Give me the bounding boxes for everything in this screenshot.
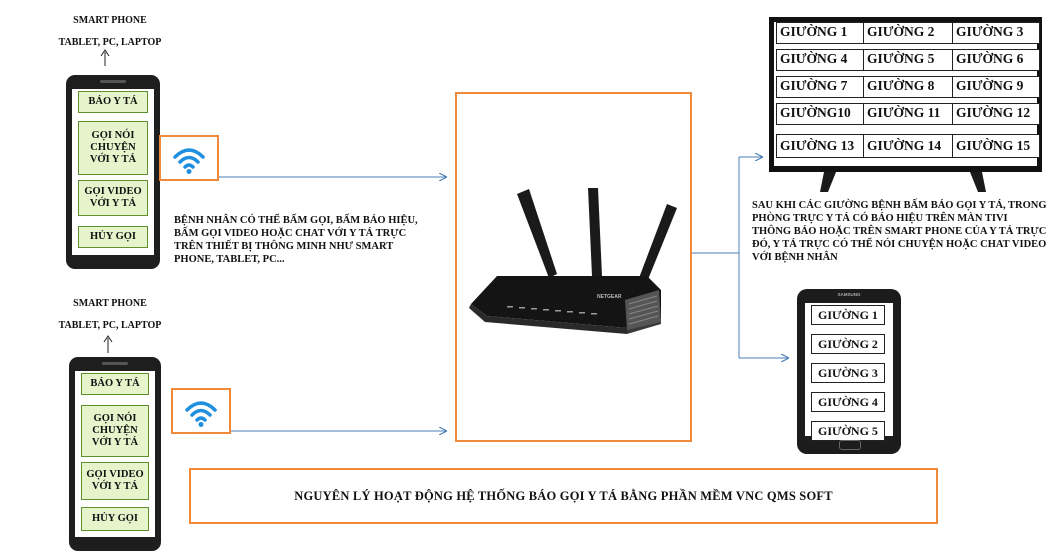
tablet-bed-cell[interactable]: GIƯỜNG 5 [811,421,885,441]
diagram-title: NGUYÊN LÝ HOẠT ĐỘNG HỆ THỐNG BÁO GỌI Y T… [189,468,938,524]
tablet-screen: GIƯỜNG 1 GIƯỜNG 2 GIƯỜNG 3 GIƯỜNG 4 GIƯỜNG 5 [805,303,893,441]
goi-video-button[interactable]: GỌI VIDEO VỚI Y TÁ [81,462,149,500]
tv-bed-cell[interactable]: GIƯỜNG 12 [952,103,1040,125]
tv-stand [820,172,986,192]
tablet-bed-cell[interactable]: GIƯỜNG 3 [811,363,885,383]
phone-bottom: BÁO Y TÁ GỌI NÓI CHUYỆN VỚI Y TÁ GỌI VID… [69,357,161,551]
tablet-bed-cell[interactable]: GIƯỜNG 1 [811,305,885,325]
wifi-box-top [159,135,219,181]
goi-video-button[interactable]: GỌI VIDEO VỚI Y TÁ [78,180,148,216]
tv-bed-cell[interactable]: GIƯỜNG 5 [863,49,953,71]
router-brand: NETGEAR [597,294,622,300]
device-caption-top-line1: SMART PHONE [73,15,147,26]
tv-bed-cell[interactable]: GIƯỜNG 3 [952,22,1040,44]
router-box: NETGEAR [455,92,692,442]
tablet: SAMSUNG GIƯỜNG 1 GIƯỜNG 2 GIƯỜNG 3 GIƯỜNG 4… [797,289,901,454]
tv-bed-cell[interactable]: GIƯỜNG 14 [863,134,953,158]
device-caption-top-line2: TABLET, PC, LAPTOP [58,37,162,48]
arrow-up-tip-top [100,49,110,57]
tablet-bed-cell[interactable]: GIƯỜNG 2 [811,334,885,354]
tv-bed-cell[interactable]: GIƯỜNG 13 [776,134,865,158]
goi-noi-chuyen-button[interactable]: GỌI NÓI CHUYỆN VỚI Y TÁ [81,405,149,457]
phone-speaker [102,362,128,365]
tv-bed-cell[interactable]: GIƯỜNG 8 [863,76,953,98]
tv-bed-cell[interactable]: GIƯỜNG 2 [863,22,953,44]
tv-bed-cell[interactable]: GIƯỜNG 7 [776,76,865,98]
huy-goi-button[interactable]: HỦY GỌI [78,226,148,248]
tv-bed-cell[interactable]: GIƯỜNG10 [776,103,865,125]
phone-top: BÁO Y TÁ GỌI NÓI CHUYỆN VỚI Y TÁ GỌI VID… [66,75,160,269]
phone-screen: BÁO Y TÁ GỌI NÓI CHUYỆN VỚI Y TÁ GỌI VID… [72,89,154,255]
phone-screen: BÁO Y TÁ GỌI NÓI CHUYỆN VỚI Y TÁ GỌI VID… [75,371,155,537]
patient-description: BỆNH NHÂN CÓ THỂ BẤM GỌI, BẤM BÁO HIỆU, … [174,215,418,265]
wifi-icon [173,148,205,174]
tv-bed-cell[interactable]: GIƯỜNG 6 [952,49,1040,71]
tablet-brand: SAMSUNG [837,292,861,297]
router-icon: NETGEAR [469,188,677,334]
goi-noi-chuyen-button[interactable]: GỌI NÓI CHUYỆN VỚI Y TÁ [78,121,148,175]
huy-goi-button[interactable]: HỦY GỌI [81,507,149,531]
tv-bed-cell[interactable]: GIƯỜNG 11 [863,103,953,125]
device-caption-bottom-line2: TABLET, PC, LAPTOP [58,320,162,331]
tv-bed-cell[interactable]: GIƯỜNG 9 [952,76,1040,98]
tv-bed-cell[interactable]: GIƯỜNG 15 [952,134,1040,158]
phone-speaker [100,80,126,83]
tv-bed-cell[interactable]: GIƯỜNG 4 [776,49,865,71]
bao-y-ta-button[interactable]: BÁO Y TÁ [81,373,149,395]
tablet-bed-cell[interactable]: GIƯỜNG 4 [811,392,885,412]
arrow-up-tip-bottom [103,335,113,343]
wifi-icon [185,401,217,427]
tablet-home-button[interactable] [839,440,861,450]
device-caption-bottom-line1: SMART PHONE [73,298,147,309]
wifi-box-bottom [171,388,231,434]
nurse-description: SAU KHI CÁC GIƯỜNG BỆNH BẤM BÁO GỌI Y TÁ… [752,200,1047,263]
bao-y-ta-button[interactable]: BÁO Y TÁ [78,91,148,113]
tv-bed-cell[interactable]: GIƯỜNG 1 [776,22,865,44]
